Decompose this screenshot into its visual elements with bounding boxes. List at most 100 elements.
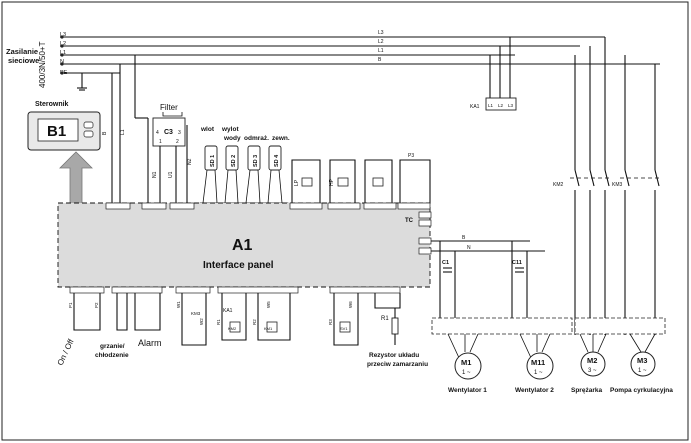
bus-label-l3: L3 [378, 30, 384, 36]
wire-label-b: B [102, 131, 108, 135]
km3-label: KM3 [612, 182, 623, 188]
terminal-p1: P1 [68, 302, 73, 308]
supply-title-line2: sieciowe [8, 56, 39, 65]
supply-title-line1: Zasilanie [6, 47, 38, 56]
bus-label-b: B [378, 57, 382, 63]
terminal-km2: KM2 [228, 326, 237, 331]
power-wiring-right [570, 37, 662, 335]
filter-title: Filter [160, 103, 178, 112]
fan-label-n: N [467, 245, 471, 251]
terminal-r2: R2 [252, 319, 257, 325]
phase-label-n: N [60, 59, 64, 65]
wire-label-u: U1 [168, 171, 174, 178]
motor-m11-id: M11 [531, 358, 545, 367]
sensor-label-1a: wlot [200, 126, 215, 133]
sensor-label-4a: zewn. [272, 135, 290, 142]
motor-m2 [579, 333, 607, 377]
terminal-w6: W6 [348, 301, 353, 308]
ka1-pin-l3: L3 [508, 103, 514, 108]
motor-m3 [629, 333, 656, 377]
motor-m11-phase: 1 ~ [534, 370, 543, 376]
motor-m3-caption: Pompa cyrkulacyjna [610, 387, 673, 394]
filter-component: C3 [164, 129, 173, 136]
sensor-label-2a: wylot [221, 126, 239, 133]
wire-label-n2: N2 [187, 158, 193, 165]
fan-label-b: B [462, 235, 466, 241]
top-wires [111, 55, 188, 203]
terminal-sv1: SV1 [340, 326, 348, 331]
filter-pin-4: 4 [156, 130, 159, 136]
motor-m11-caption: Wentylator 2 [515, 387, 554, 394]
sensor-label-3a: odmraż. [244, 135, 269, 142]
motor-m3-phase: 1 ~ [638, 368, 647, 374]
ka1-pin-l2: L2 [498, 103, 504, 108]
controller-button-up [83, 121, 94, 129]
panel-subtitle: Interface panel [203, 260, 274, 271]
terminal-r3: R3 [328, 319, 333, 325]
terminal-km3: KM3 [191, 311, 201, 316]
panel-title: A1 [232, 237, 253, 254]
km2-label: KM2 [553, 182, 564, 188]
filter-pin-2: 2 [176, 139, 179, 145]
terminal-p2: P2 [94, 302, 99, 308]
pressure-switches [291, 159, 431, 203]
terminal-w5: W5 [266, 301, 271, 308]
wire-label-l1: L1 [120, 129, 126, 135]
phase-label-l3: L3 [60, 32, 66, 38]
supply-voltage: 400/3N/50+T [38, 41, 47, 88]
label-heat-cool-2: chłodzenie [95, 352, 129, 359]
heater-label: R1 [381, 316, 389, 322]
sensor-id-4: SD 4 [274, 154, 280, 167]
motor-m11 [519, 333, 554, 380]
phase-label-l1: L1 [60, 50, 66, 56]
terminal-w1: W1 [176, 301, 181, 308]
terminal-r1: R1 [216, 319, 221, 325]
filter-pin-3: 3 [178, 130, 181, 136]
motor-m2-phase: 3 ~ [588, 368, 597, 374]
controller-display [37, 118, 79, 142]
ka1-relay [485, 37, 517, 111]
sensor-id-3: SD 3 [253, 155, 259, 167]
capacitor-c11: C11 [512, 260, 522, 266]
motor-m2-caption: Sprężarka [571, 387, 602, 394]
wire-label-n1: N1 [152, 171, 158, 178]
phase-label-l2: L2 [60, 41, 66, 47]
sensor-id-2: SD 2 [231, 155, 237, 167]
motor-m2-id: M2 [587, 356, 597, 365]
bus-label-l1: L1 [378, 48, 384, 54]
controller-display-value: B1 [47, 123, 66, 140]
filter-pin-1: 1 [159, 139, 162, 145]
label-alarm: Alarm [138, 338, 162, 348]
motor-m1 [447, 333, 482, 380]
terminal-ka1: KA1 [223, 308, 233, 314]
label-lp: LP [294, 179, 300, 186]
sensor-label-2b: wody [223, 135, 241, 142]
heater-caption-1: Rezystor układu [369, 352, 419, 359]
motor-m1-id: M1 [461, 358, 471, 367]
label-hp: HP [329, 178, 335, 186]
ka1-label: KA1 [470, 104, 480, 110]
terminal-km1: KM1 [264, 326, 273, 331]
motor-terminal-board-2 [574, 317, 666, 335]
supply-bus [60, 35, 660, 91]
interface-panel [57, 202, 431, 288]
bottom-contacts [73, 293, 359, 346]
panel-top-terminals [105, 202, 431, 210]
capacitor-c1: C1 [442, 260, 449, 266]
panel-tc: TC [405, 218, 414, 224]
bus-label-l2: L2 [378, 39, 384, 45]
motor-m3-id: M3 [637, 356, 647, 365]
heater-caption-2: przeciw zamarzaniu [367, 361, 428, 368]
sensor-id-1: SD 1 [210, 155, 216, 167]
label-p3: P3 [408, 153, 414, 159]
motor-m1-phase: 1 ~ [462, 370, 471, 376]
heater-resistor [374, 293, 401, 345]
filter-box [152, 117, 186, 147]
controller-button-down [83, 130, 94, 138]
label-heat-cool-1: grzanie/ [100, 343, 125, 350]
terminal-w2: W2 [199, 318, 204, 325]
sensor-probes [202, 145, 283, 204]
motor-m1-caption: Wentylator 1 [448, 387, 487, 394]
